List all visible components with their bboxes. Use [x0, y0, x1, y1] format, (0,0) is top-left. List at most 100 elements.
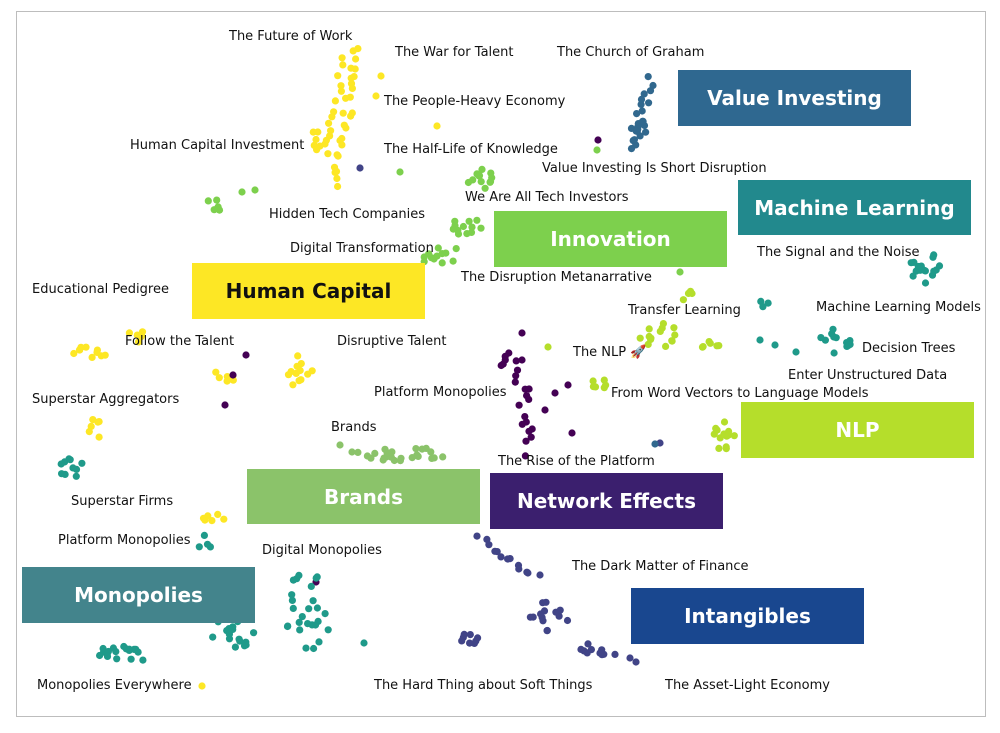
data-point: [473, 532, 481, 540]
data-point: [337, 87, 345, 95]
data-point: [591, 383, 600, 391]
data-point: [348, 84, 356, 92]
data-point: [336, 441, 344, 449]
data-point: [722, 443, 730, 451]
data-point: [475, 172, 484, 180]
data-point: [324, 150, 332, 158]
data-point: [449, 225, 457, 233]
data-point: [99, 644, 107, 653]
data-point: [236, 637, 244, 645]
data-point: [95, 433, 103, 441]
data-point: [468, 223, 476, 231]
data-point: [69, 464, 77, 472]
data-point: [333, 174, 341, 183]
data-point: [289, 604, 297, 613]
data-point: [506, 555, 514, 563]
data-point: [512, 372, 520, 380]
data-point: [627, 145, 636, 153]
data-point: [321, 610, 329, 618]
data-point: [425, 250, 433, 258]
data-point: [289, 576, 297, 584]
data-point: [645, 325, 653, 333]
data-point: [817, 334, 825, 342]
cluster-box-machine-learning: Machine Learning: [738, 180, 971, 235]
data-point: [632, 658, 640, 666]
data-point: [698, 343, 707, 351]
data-point: [427, 448, 435, 456]
data-point: [525, 385, 533, 393]
data-point: [460, 630, 468, 639]
data-point: [935, 262, 944, 270]
data-point: [473, 216, 481, 224]
data-point: [223, 377, 231, 385]
annotation-label: The Church of Graham: [557, 45, 705, 60]
data-point: [458, 637, 466, 645]
data-point: [309, 128, 317, 136]
cluster-box-brands: Brands: [247, 469, 480, 524]
annotation-label: The Disruption Metanarrative: [461, 270, 652, 285]
data-point: [452, 245, 460, 253]
data-point: [215, 374, 223, 382]
data-point: [434, 244, 442, 252]
data-point: [602, 381, 610, 389]
data-point: [527, 433, 535, 441]
data-point: [125, 329, 133, 337]
data-point: [387, 453, 395, 461]
data-point: [647, 335, 655, 344]
annotation-label: Decision Trees: [862, 341, 956, 356]
data-point: [372, 92, 380, 100]
data-point: [525, 427, 533, 435]
data-point: [511, 378, 519, 386]
data-point: [637, 100, 645, 108]
data-point: [633, 110, 641, 118]
cluster-box-network-effects: Network Effects: [490, 473, 723, 529]
data-point: [70, 349, 78, 358]
annotation-label: Enter Unstructured Data: [788, 368, 948, 383]
data-point: [459, 222, 467, 231]
data-point: [671, 331, 679, 339]
data-point: [830, 349, 838, 357]
annotation-label: The Rise of the Platform: [498, 454, 655, 469]
data-point: [225, 625, 233, 633]
data-point: [515, 401, 523, 409]
data-point: [312, 574, 320, 582]
cluster-box-value-investing: Value Investing: [678, 70, 911, 126]
data-point: [310, 644, 318, 653]
data-point: [309, 597, 317, 605]
annotation-label: Monopolies Everywhere: [37, 678, 192, 693]
data-point: [134, 648, 142, 656]
data-point: [524, 569, 532, 577]
data-point: [113, 655, 121, 663]
data-point: [486, 178, 495, 186]
data-point: [412, 445, 420, 453]
data-point: [242, 351, 250, 359]
annotation-label: From Word Vectors to Language Models: [611, 386, 869, 401]
data-point: [706, 339, 714, 347]
data-point: [103, 652, 112, 661]
data-point: [325, 119, 333, 127]
data-point: [730, 432, 738, 440]
annotation-label: The War for Talent: [395, 45, 514, 60]
data-point: [225, 630, 233, 638]
data-point: [82, 343, 90, 351]
data-point: [659, 320, 668, 328]
cluster-box-intangibles: Intangibles: [631, 588, 864, 644]
data-point: [294, 352, 302, 360]
annotation-label: Follow the Talent: [125, 334, 235, 349]
data-point: [594, 136, 602, 144]
data-point: [293, 362, 301, 370]
data-point: [138, 328, 147, 336]
data-point: [522, 437, 530, 445]
data-point: [580, 647, 588, 655]
data-point: [642, 128, 650, 136]
annotation-label: The Dark Matter of Finance: [572, 559, 749, 574]
data-point: [351, 65, 359, 73]
data-point: [134, 338, 143, 346]
data-point: [636, 132, 644, 140]
data-point: [518, 356, 526, 364]
annotation-label: The Signal and the Noise: [757, 245, 920, 260]
data-point: [477, 178, 485, 186]
data-point: [360, 639, 368, 647]
data-point: [383, 449, 391, 457]
